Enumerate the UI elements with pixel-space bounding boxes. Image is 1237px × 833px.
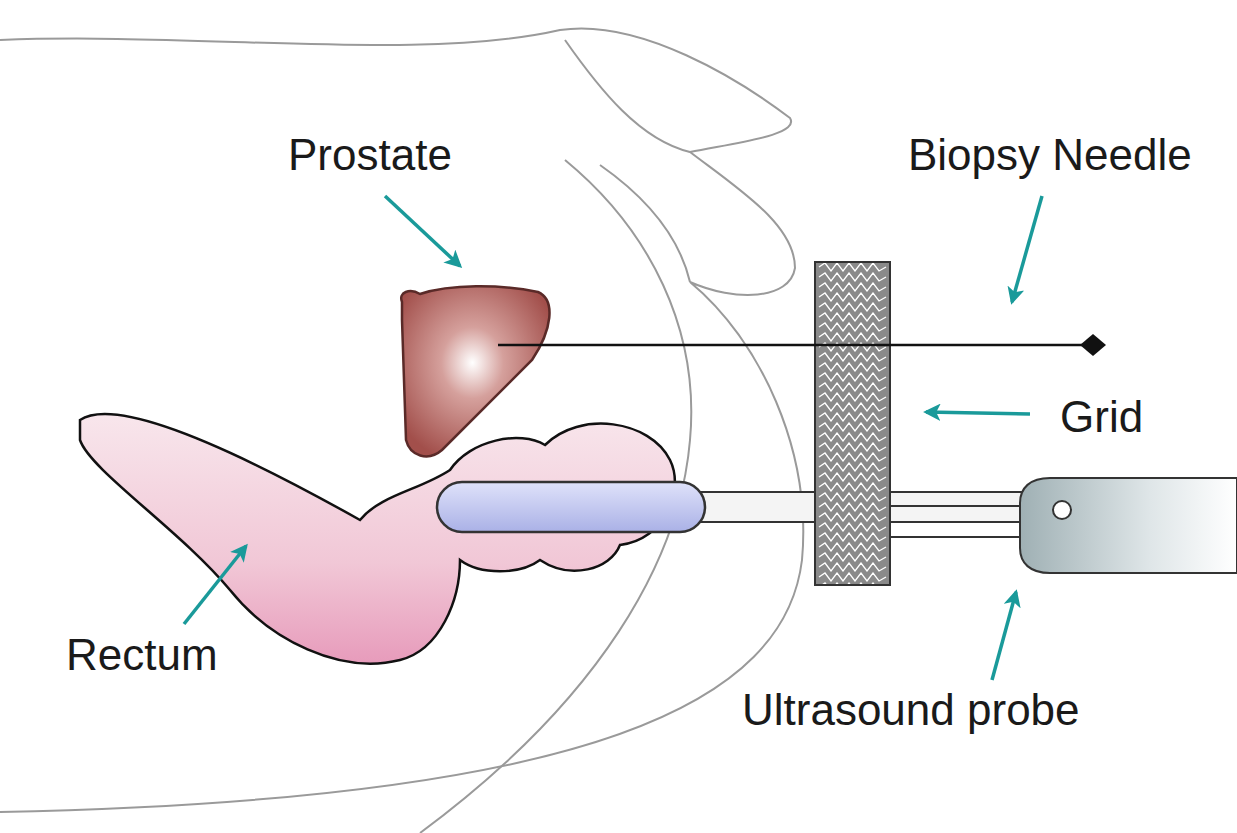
needle-handle <box>1080 334 1106 356</box>
prostate <box>401 286 549 456</box>
part-label: Prostate <box>288 130 452 181</box>
rectum <box>80 414 675 663</box>
scrotum-curve <box>600 165 690 282</box>
leader-arrow <box>385 196 460 266</box>
body-outline <box>0 28 803 812</box>
part-label: Rectum <box>66 630 218 681</box>
probe-hole <box>1053 501 1071 519</box>
leader-arrow <box>992 592 1016 680</box>
leader-arrow <box>184 546 246 624</box>
leader-arrow <box>926 412 1030 414</box>
probe-tip <box>437 482 705 532</box>
part-label: Biopsy Needle <box>908 130 1192 181</box>
leader-arrow <box>1012 196 1042 302</box>
needle-grid <box>815 262 890 585</box>
biopsy-needle <box>498 344 1082 347</box>
penis-outline <box>565 40 690 152</box>
part-label: Ultrasound probe <box>742 685 1080 736</box>
probe-handle <box>1020 478 1237 573</box>
part-label: Grid <box>1060 392 1143 443</box>
